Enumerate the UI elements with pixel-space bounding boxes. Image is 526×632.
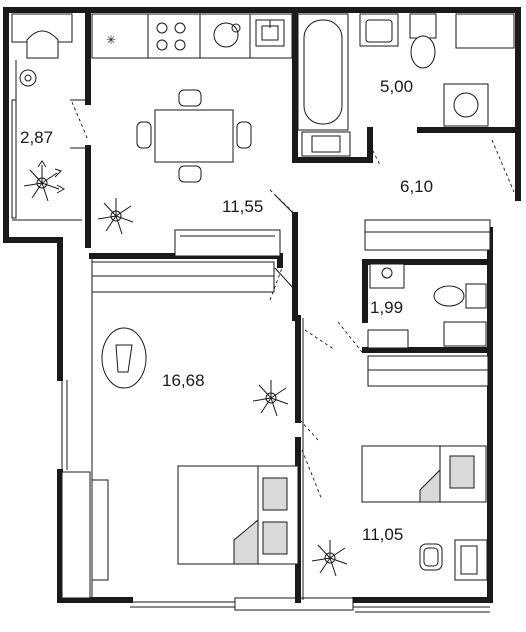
room-area-wc: 1,99 bbox=[370, 298, 403, 317]
plant-icon bbox=[23, 160, 66, 202]
bed-icon bbox=[177, 465, 299, 565]
wc: 1,99 bbox=[304, 263, 487, 353]
toilet-icon bbox=[433, 283, 487, 309]
sink-icon bbox=[255, 19, 285, 47]
pet-bed-icon bbox=[101, 327, 147, 389]
kitchen: ✳ 11,55 bbox=[91, 13, 293, 257]
sink-icon bbox=[359, 13, 399, 47]
stove-icon bbox=[156, 22, 186, 51]
room-area-kitchen: 11,55 bbox=[222, 197, 263, 216]
svg-text:✳: ✳ bbox=[106, 33, 116, 47]
room-area-balcony: 2,87 bbox=[20, 128, 53, 147]
room-area-bathroom: 5,00 bbox=[380, 77, 413, 96]
room-area-bedroom: 11,05 bbox=[362, 525, 403, 544]
outer-walls bbox=[3, 7, 521, 613]
plant-icon bbox=[252, 380, 289, 417]
hall: 6,10 bbox=[269, 139, 515, 301]
desk-icon bbox=[454, 539, 488, 581]
sink-icon bbox=[369, 263, 405, 289]
desk-chair-icon bbox=[419, 543, 443, 571]
living-room: 16,68 bbox=[91, 261, 319, 565]
balcony bbox=[11, 13, 89, 219]
appliance-icon bbox=[213, 22, 241, 48]
radiator-icon bbox=[174, 229, 281, 257]
bedroom: 11,05 bbox=[301, 355, 489, 581]
washing-machine-icon bbox=[443, 83, 489, 127]
toilet-icon bbox=[409, 13, 437, 69]
plant-icon bbox=[97, 198, 134, 235]
dining-table-icon bbox=[136, 89, 252, 183]
room-area-hall: 6,10 bbox=[400, 177, 433, 196]
bed-icon bbox=[361, 445, 487, 503]
plant-icon bbox=[311, 540, 348, 577]
room-area-living: 16,68 bbox=[162, 371, 205, 390]
bathroom: 5,00 bbox=[297, 13, 515, 166]
